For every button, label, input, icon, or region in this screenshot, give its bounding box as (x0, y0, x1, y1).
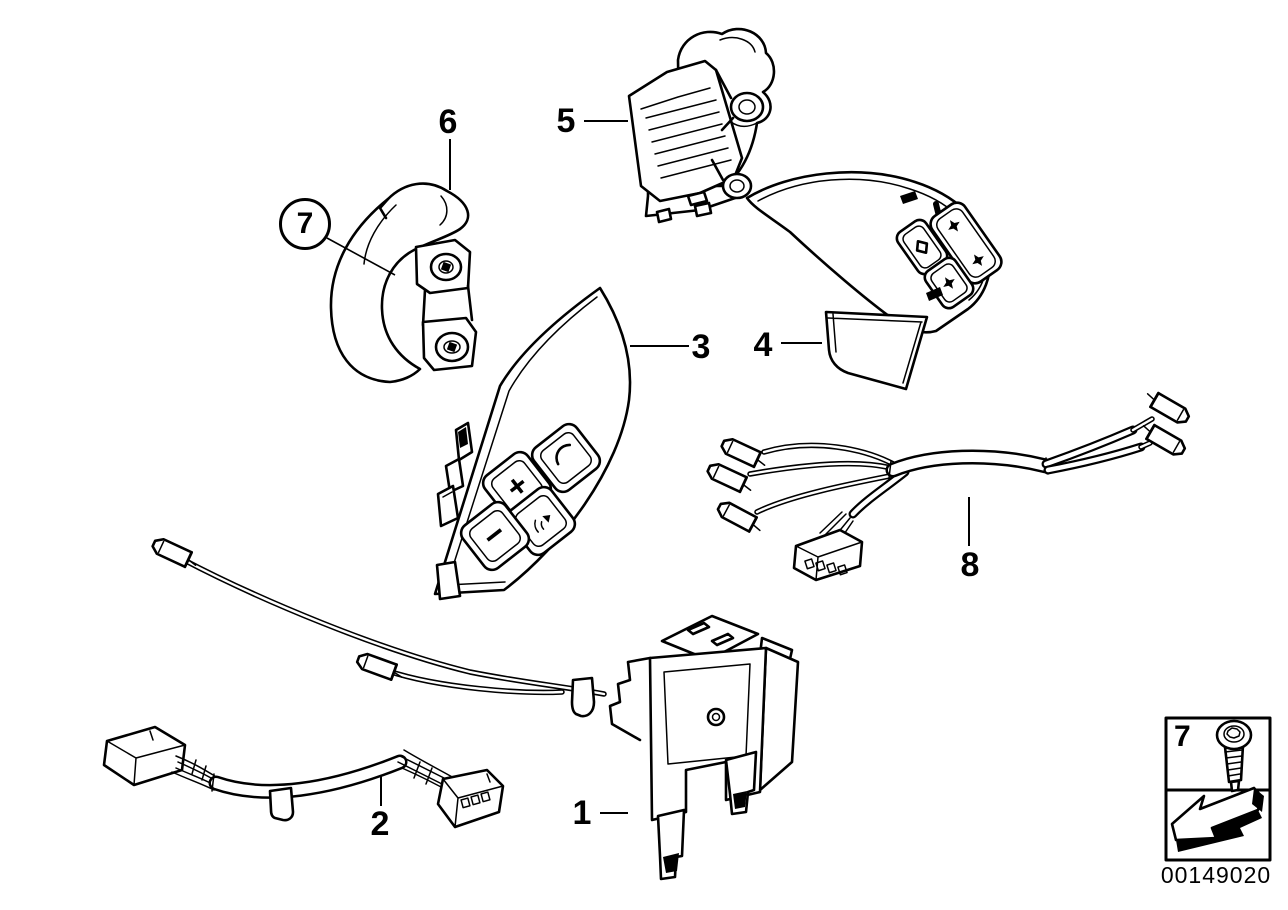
part-6-paddle-lever (329, 182, 478, 384)
callout-6[interactable]: 6 (438, 103, 458, 141)
part-1-control-unit (149, 534, 800, 881)
callout-2[interactable]: 2 (370, 805, 390, 843)
callout-8[interactable]: 8 (960, 546, 980, 584)
diamond-icon (915, 239, 929, 255)
volume-down-button: − (459, 500, 531, 572)
callout-1[interactable]: 1 (572, 794, 592, 832)
document-number: 00149020 (1160, 862, 1272, 888)
part-3-switch-panel: + − (433, 286, 632, 601)
part-8-wiring-harness (704, 387, 1193, 582)
direction-arrow-icon (1170, 786, 1264, 852)
part-2-adapter-cable (102, 725, 505, 829)
part-4-switch-unit (745, 170, 1003, 391)
phone-handset-icon (555, 443, 572, 466)
part-5-column-switch (627, 27, 776, 224)
legend-box (1164, 716, 1272, 862)
leader-lines (326, 120, 970, 814)
callout-5[interactable]: 5 (556, 102, 576, 140)
switch-button-right (929, 201, 1003, 285)
callout-3[interactable]: 3 (691, 328, 711, 366)
callout-4[interactable]: 4 (753, 326, 773, 364)
phone-button (530, 422, 602, 494)
legend-item-number: 7 (1174, 720, 1191, 753)
callout-7[interactable]: 7 (279, 198, 331, 250)
torx-screw-icon (1215, 719, 1253, 793)
